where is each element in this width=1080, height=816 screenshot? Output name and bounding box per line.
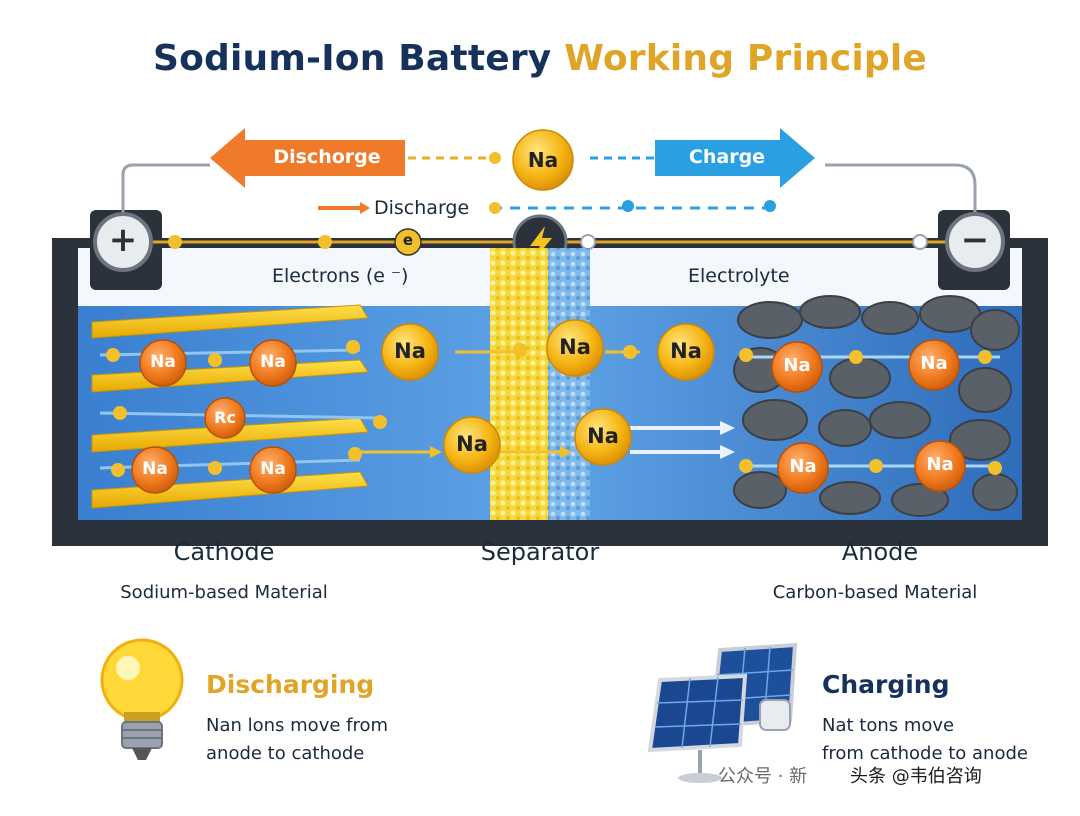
electron-dot-2 [318,235,332,249]
electrons-label: Electrons (e ⁻) [272,265,409,287]
anode-dot-4 [739,459,753,473]
cathode-ion-label-5: Na [260,459,286,479]
cathode-ion-2 [249,339,297,387]
anode-dot-5 [869,459,883,473]
anode-ion-2 [908,339,960,391]
anode-ion-label-4: Na [926,454,954,475]
charge-top-label: Charge [688,146,766,168]
anode-dot-3 [978,350,992,364]
anode-ion-1 [771,341,823,393]
negative-terminal-label: − [960,220,990,260]
middle-ion-label-4: Na [456,432,488,456]
middle-ion-label-3: Na [670,339,702,363]
cathode-dot-3 [346,340,360,354]
cathode-ion-1 [139,339,187,387]
na-ion-top [512,129,574,191]
mid-dot-1 [513,343,527,357]
solar-panel-icon [647,642,798,783]
electron-symbol-circle [394,228,422,256]
cathode-dot-1 [106,348,120,362]
mid-arrowhead-6 [720,445,735,459]
cathode-plate-1 [91,304,369,339]
middle-ion-label-1: Na [394,339,426,363]
title-part1: Sodium-Ion Battery [152,38,552,79]
cathode-dot-8 [348,447,362,461]
middle-ion-1 [381,323,439,381]
discharging-line1: Nan lons move from [206,715,389,736]
discharge-top-arrow [210,128,405,188]
anode-carbon [733,295,1020,517]
separator-title: Separator [480,538,600,566]
anode-dot-6 [988,461,1002,475]
electron-symbol: e [402,231,414,249]
electron-dot-1 [168,235,182,249]
wire-left [121,163,210,214]
title-part2: Working Principle [564,38,928,79]
dot-mid-3 [764,200,776,212]
discharge-small-arrowhead [360,202,370,214]
middle-ion-label-5: Na [587,424,619,448]
middle-ion-3 [657,323,715,381]
charging-title: Charging [822,670,950,699]
cathode-dot-4 [113,406,127,420]
anode-dot-2 [849,350,863,364]
anode-dot-1 [739,348,753,362]
middle-ion-5 [574,408,632,466]
discharge-small-label: Discharge [374,197,470,219]
negative-terminal [945,212,1005,272]
cathode-dot-2 [208,353,222,367]
dot-mid-1 [489,202,501,214]
mid-dot-2 [623,345,637,359]
cathode-sub: Sodium-based Material [120,582,328,603]
mid-arrowhead-3 [430,446,442,458]
cathode-ion-label-2: Na [260,352,286,372]
separator-blue [548,248,590,520]
mid-arrowhead-4 [560,446,572,458]
lightning-bolt [530,226,552,260]
cathode-dot-7 [208,461,222,475]
anode-ion-3 [777,442,829,494]
discharging-title: Discharging [206,670,375,699]
cathode-ion-label-3: Rc [214,408,236,427]
anode-ion-label-1: Na [783,355,811,376]
cathode-title: Cathode [173,538,275,566]
cathode-ion-5 [249,446,297,494]
anode-title: Anode [841,538,919,566]
positive-terminal [93,212,153,272]
lightbulb-icon [100,638,184,760]
electron-dot-4 [912,234,928,250]
cathode-ion-3 [204,397,246,439]
cathode-dot-5 [373,415,387,429]
anode-ion-4 [914,440,966,492]
middle-ion-4 [443,416,501,474]
cathode-ion-4 [131,446,179,494]
discharging-line2: anode to cathode [206,743,365,764]
middle-ion-2 [546,319,604,377]
wire-right [825,163,977,214]
dot-mid-2 [622,200,634,212]
anode-ion-label-2: Na [920,353,948,374]
cathode-ion-label-4: Na [142,459,168,479]
charging-line2: from cathode to anode [822,743,1028,764]
na-ion-top-label: Na [527,148,559,172]
anode-ion-label-3: Na [789,456,817,477]
positive-terminal-label: + [108,220,138,260]
mid-arrowhead-5 [720,421,735,435]
watermark-right: 头条 @韦伯咨询 [850,766,982,787]
dot-top-left [489,152,501,164]
cathode-dot-6 [111,463,125,477]
electrolyte-label: Electrolyte [688,265,790,287]
charge-top-arrow [655,128,815,188]
electron-dot-3 [580,234,596,250]
cathode-ion-label-1: Na [150,352,176,372]
discharge-top-label: Dischorge [273,146,381,168]
charging-line1: Nat tons move [822,715,955,736]
watermark-left: 公众号 · 新 [718,766,808,787]
page-title: Sodium-Ion Battery Working Principle [0,38,1080,79]
middle-ion-label-2: Na [559,335,591,359]
separator-yellow [490,248,548,520]
anode-sub: Carbon-based Material [772,582,978,603]
